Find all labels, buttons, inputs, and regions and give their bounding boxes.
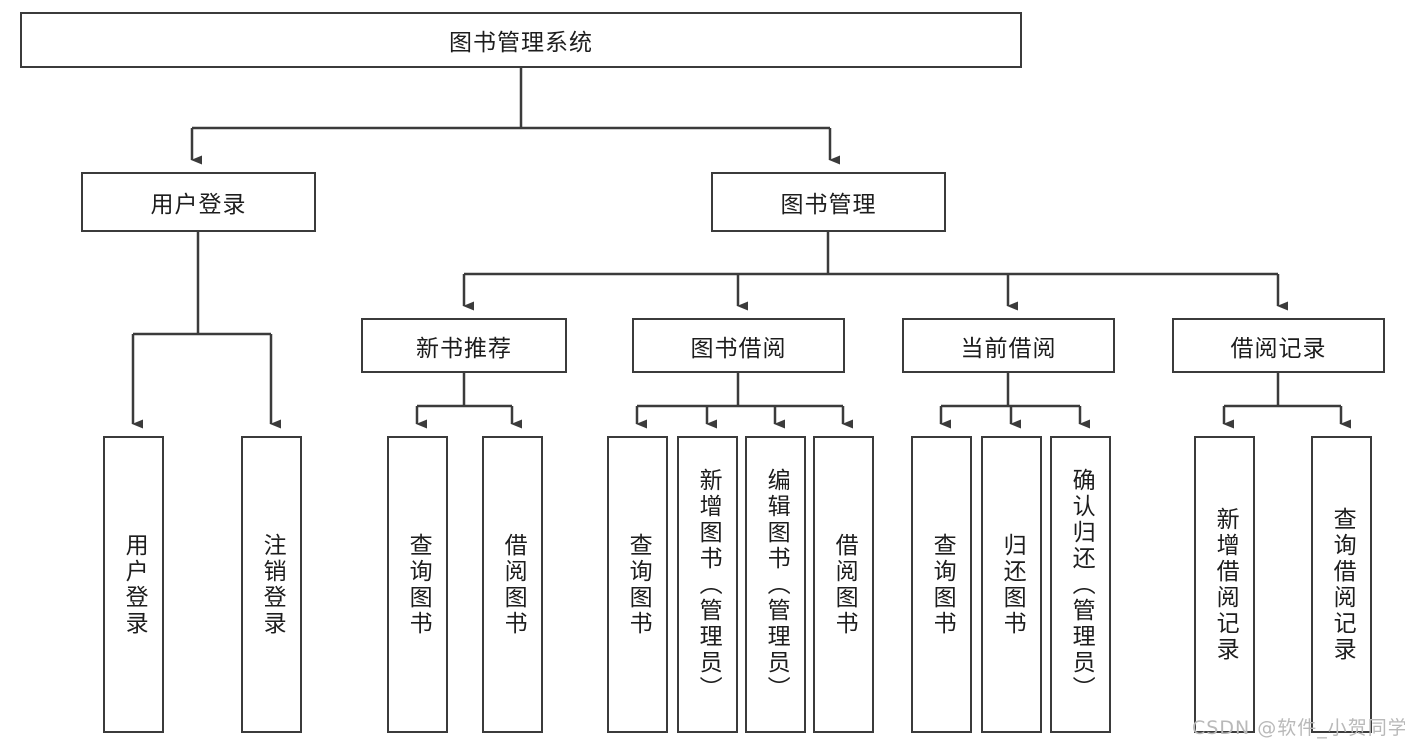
node-label: 确认归还（管理员） <box>1068 467 1095 702</box>
leaf-current-borrow-confirm-return[interactable]: 确认归还（管理员） <box>1050 436 1111 733</box>
node-label: 新书推荐 <box>416 335 512 362</box>
node-label: 用户登录 <box>150 192 247 218</box>
leaf-current-borrow-return[interactable]: 归还图书 <box>981 436 1042 733</box>
leaf-borrow-record-query[interactable]: 查询借阅记录 <box>1311 436 1372 733</box>
node-label: 查询图书 <box>625 532 652 637</box>
leaf-book-borrow-borrow[interactable]: 借阅图书 <box>813 436 874 733</box>
leaf-new-book-query[interactable]: 查询图书 <box>387 436 448 733</box>
node-label: 归还图书 <box>999 532 1026 637</box>
node-label: 当前借阅 <box>960 335 1057 362</box>
node-label: 借阅图书 <box>831 532 858 637</box>
node-label: 查询图书 <box>405 532 432 637</box>
node-current-borrow[interactable]: 当前借阅 <box>902 318 1115 373</box>
node-book-borrow[interactable]: 图书借阅 <box>632 318 845 373</box>
leaf-user-login-login[interactable]: 用户登录 <box>103 436 164 733</box>
leaf-borrow-record-add[interactable]: 新增借阅记录 <box>1194 436 1255 733</box>
node-borrow-record[interactable]: 借阅记录 <box>1172 318 1385 373</box>
node-label: 图书管理 <box>780 192 877 218</box>
leaf-new-book-borrow[interactable]: 借阅图书 <box>482 436 543 733</box>
node-label: 查询图书 <box>929 532 956 637</box>
node-label: 借阅图书 <box>500 532 527 637</box>
leaf-book-borrow-edit[interactable]: 编辑图书（管理员） <box>745 436 806 733</box>
leaf-book-borrow-query[interactable]: 查询图书 <box>607 436 668 733</box>
node-label: 新增借阅记录 <box>1212 506 1239 663</box>
node-label: 图书管理系统 <box>449 30 593 56</box>
node-new-book-recommend[interactable]: 新书推荐 <box>361 318 567 373</box>
node-label: 查询借阅记录 <box>1329 506 1356 663</box>
node-label: 图书借阅 <box>690 335 787 362</box>
node-user-login[interactable]: 用户登录 <box>81 172 316 232</box>
leaf-current-borrow-query[interactable]: 查询图书 <box>911 436 972 733</box>
node-label: 注销登录 <box>259 532 286 637</box>
leaf-book-borrow-add[interactable]: 新增图书（管理员） <box>677 436 738 733</box>
leaf-user-login-logout[interactable]: 注销登录 <box>241 436 302 733</box>
node-label: 借阅记录 <box>1230 335 1327 362</box>
node-root-system[interactable]: 图书管理系统 <box>20 12 1022 68</box>
node-label: 用户登录 <box>121 532 148 637</box>
node-label: 编辑图书（管理员） <box>763 467 790 702</box>
node-book-management[interactable]: 图书管理 <box>711 172 946 232</box>
node-label: 新增图书（管理员） <box>695 467 722 702</box>
csdn-watermark: CSDN @软件_小贺同学 <box>1192 717 1405 739</box>
